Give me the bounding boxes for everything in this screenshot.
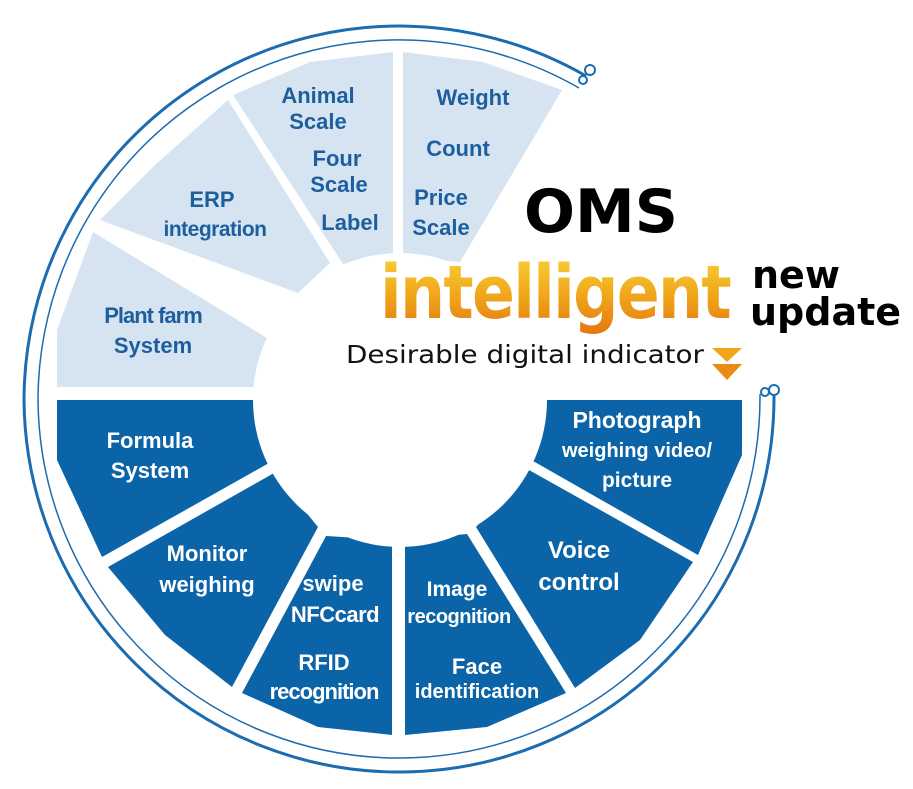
label-monitor-2: weighing (158, 572, 254, 597)
segment-animal-scale (233, 52, 393, 264)
segment-voice (476, 470, 693, 688)
rim-end-dot (760, 387, 770, 397)
upper-labels: Plant farm System ERP integration Animal… (104, 83, 510, 358)
brand-tagline: intelligent (380, 250, 731, 336)
label-plant-2: System (114, 333, 192, 358)
segment-plant-farm (57, 232, 290, 387)
label-weight-4: Scale (412, 215, 470, 240)
label-voice-1: Voice (548, 537, 610, 564)
rim-end-dot (584, 64, 596, 76)
label-photo-3: picture (602, 469, 672, 492)
brand-subtitle: Desirable digital indicator (346, 340, 705, 369)
brand-block: OMS intelligent new update Desirable dig… (346, 177, 901, 380)
segment-erp (100, 100, 330, 293)
label-image-3: Face (452, 654, 502, 679)
label-erp-1: ERP (189, 187, 234, 212)
rim-end-dot (578, 75, 588, 85)
label-erp-2: integration (164, 218, 267, 241)
outer-rim (22, 24, 780, 774)
label-photo-1: Photograph (572, 407, 701, 433)
label-image-4: identification (415, 681, 539, 703)
label-monitor-1: Monitor (167, 541, 248, 566)
double-chevron-down-icon (712, 348, 742, 380)
brand-badge-line2: update (750, 290, 901, 334)
lower-labels: Formula System Monitor weighing swipe NF… (107, 407, 713, 704)
upper-segments (57, 52, 562, 387)
center-hub (253, 253, 547, 547)
label-swipe-3: RFID (298, 650, 349, 675)
segment-formula (57, 400, 269, 557)
label-voice-2: control (538, 569, 619, 596)
label-swipe-2: NFCcard (291, 602, 379, 627)
label-image-1: Image (427, 578, 488, 601)
brand-title: OMS (524, 177, 678, 247)
label-animal-3: Four (313, 146, 362, 171)
label-weight-2: Count (426, 136, 490, 161)
segment-monitor (108, 473, 318, 687)
label-formula-1: Formula (107, 428, 195, 453)
segment-image (405, 534, 566, 735)
label-photo-2: weighing video/ (561, 440, 712, 462)
label-animal-5: Label (321, 210, 378, 235)
label-animal-1: Animal (281, 83, 354, 108)
segment-swipe (242, 536, 392, 735)
label-plant-1: Plant farm (104, 303, 202, 328)
lower-segments (57, 400, 742, 735)
label-animal-2: Scale (289, 109, 347, 134)
segment-weight-count (403, 52, 562, 262)
label-image-2: recognition (407, 606, 510, 628)
label-weight-1: Weight (437, 85, 511, 110)
label-swipe-1: swipe (302, 571, 363, 596)
brand-badge-line1: new (752, 253, 840, 297)
label-swipe-4: recognition (270, 679, 379, 704)
label-formula-2: System (111, 458, 189, 483)
segment-photograph (533, 400, 742, 555)
label-animal-4: Scale (310, 172, 368, 197)
label-weight-3: Price (414, 185, 468, 210)
rim-end-dot (768, 384, 780, 396)
